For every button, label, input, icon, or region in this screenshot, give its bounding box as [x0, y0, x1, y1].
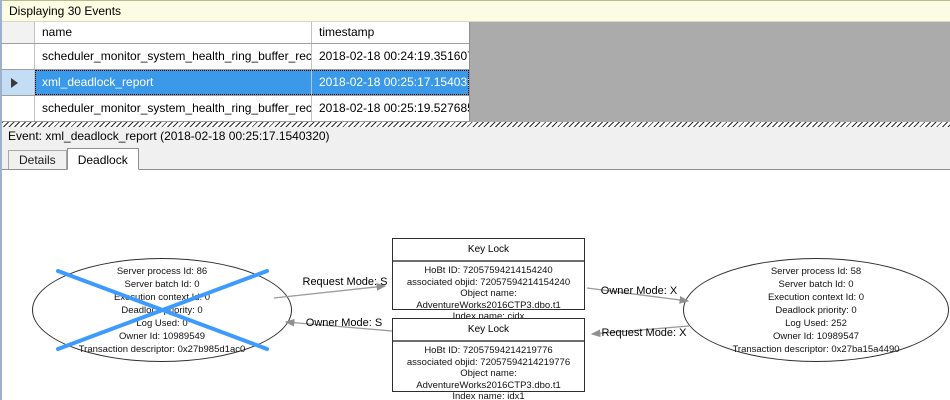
keylock-stat-line: Object name: AdventureWorks2016CTP3.dbo.…	[416, 288, 561, 311]
grid-empty-area	[470, 22, 950, 122]
events-grid-zone: name timestamp scheduler_monitor_system_…	[2, 22, 950, 122]
process-stat-line: Server batch Id: 0	[778, 278, 854, 290]
keylock-stat-line: Object name: AdventureWorks2016CTP3.dbo.…	[416, 368, 561, 391]
process-node-other[interactable]: Server process Id: 58 Server batch Id: 0…	[683, 258, 949, 362]
keylock-stat-line: Index name: cidx	[452, 311, 525, 322]
row-selector-cell	[2, 70, 35, 95]
keylock-stat-line: associated objid: 72057594214219776	[406, 356, 571, 368]
process-stat-line: Server batch Id: 0	[124, 278, 200, 290]
grid-header-row: name timestamp	[2, 22, 469, 44]
process-node-victim[interactable]: Server process Id: 86 Server batch Id: 0…	[32, 258, 292, 362]
keylock-stat-line: Index name: idx1	[452, 391, 525, 400]
process-stat-line: Log Used: 252	[785, 317, 847, 329]
row-selector-cell	[2, 96, 35, 121]
edge-label-owner-mode-x: Owner Mode: X	[600, 285, 678, 297]
process-stat-line: Deadlock priority: 0	[775, 304, 857, 316]
resource-node-keylock-bottom[interactable]: Key Lock HoBt ID: 72057594214219776 asso…	[392, 318, 585, 400]
keylock-title: Key Lock	[393, 239, 584, 262]
edge-label-request-mode-s: Request Mode: S	[302, 276, 388, 288]
resource-node-keylock-top[interactable]: Key Lock HoBt ID: 72057594214154240 asso…	[392, 238, 585, 322]
cell-name: scheduler_monitor_system_health_ring_buf…	[35, 44, 312, 69]
cell-name: scheduler_monitor_system_health_ring_buf…	[35, 96, 312, 121]
deadlock-graph-canvas: Server process Id: 86 Server batch Id: 0…	[2, 170, 950, 400]
process-stat-line: Server process Id: 86	[116, 265, 208, 277]
tab-deadlock[interactable]: Deadlock	[66, 148, 139, 170]
cell-name: xml_deadlock_report	[35, 70, 312, 95]
table-row[interactable]: scheduler_monitor_system_health_ring_buf…	[2, 44, 469, 70]
process-stat-line: Log Used: 0	[136, 317, 188, 329]
process-stat-line: Owner Id: 10989547	[772, 330, 860, 342]
row-selector-cell	[2, 44, 35, 69]
pane-splitter-handle[interactable]	[2, 122, 950, 127]
tab-details[interactable]: Details	[8, 150, 67, 169]
displaying-events-text: Displaying 30 Events	[9, 4, 122, 18]
edge-label-request-mode-x: Request Mode: X	[601, 327, 687, 339]
event-detail-label: Event: xml_deadlock_report (2018-02-18 0…	[2, 127, 950, 147]
table-row-selected[interactable]: xml_deadlock_report 2018-02-18 00:25:17.…	[2, 70, 469, 96]
keylock-stat-line: associated objid: 72057594214154240	[406, 276, 571, 288]
table-row[interactable]: scheduler_monitor_system_health_ring_buf…	[2, 96, 469, 122]
keylock-title: Key Lock	[393, 319, 584, 342]
cell-timestamp: 2018-02-18 00:24:19.3516078	[319, 49, 469, 63]
displaying-events-bar: Displaying 30 Events	[2, 0, 950, 22]
events-grid: name timestamp scheduler_monitor_system_…	[2, 22, 470, 122]
keylock-stat-line: HoBt ID: 72057594214219776	[424, 345, 553, 356]
cell-timestamp: 2018-02-18 00:25:19.5276859	[319, 101, 469, 115]
process-stat-line: Execution context Id: 0	[767, 291, 865, 303]
current-row-arrow-icon	[11, 77, 18, 88]
column-header-name[interactable]: name	[35, 22, 312, 43]
column-header-timestamp[interactable]: timestamp	[319, 25, 375, 39]
process-stat-line: Owner Id: 10989549	[118, 330, 206, 342]
cell-timestamp: 2018-02-18 00:25:17.1540320	[312, 70, 469, 95]
process-stat-line: Server process Id: 58	[770, 265, 862, 277]
process-stat-line: Execution context Id: 0	[113, 291, 211, 303]
edge-label-owner-mode-s: Owner Mode: S	[305, 317, 383, 329]
process-stat-line: Transaction descriptor: 0x27b985d1ac0	[78, 343, 246, 355]
row-selector-header[interactable]	[2, 22, 35, 43]
process-stat-line: Transaction descriptor: 0x27ba15a4490	[732, 343, 900, 355]
keylock-stat-line: HoBt ID: 72057594214154240	[424, 265, 553, 276]
detail-tabstrip: Details Deadlock	[2, 147, 950, 170]
process-stat-line: Deadlock priority: 0	[121, 304, 203, 316]
